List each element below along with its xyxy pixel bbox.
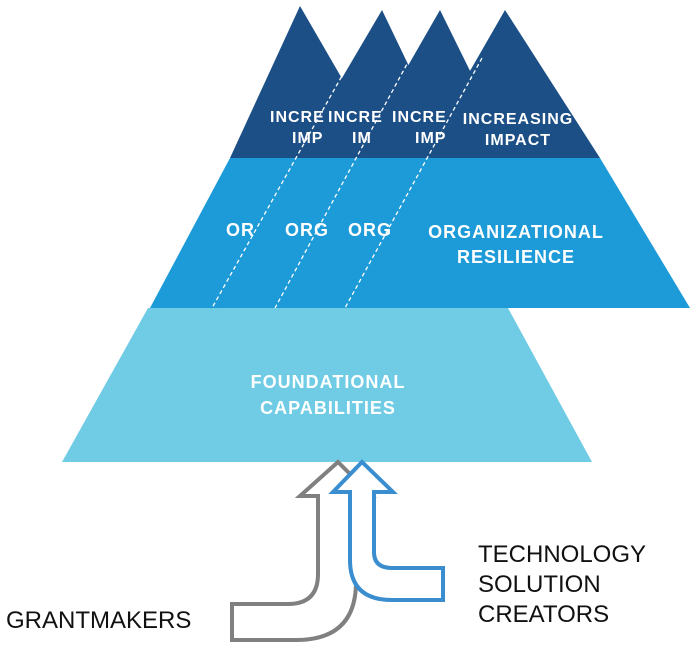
front-top-line1: INCREASING bbox=[463, 111, 573, 128]
back-2-mid-text: ORG bbox=[285, 220, 329, 240]
front-top-line2: IMPACT bbox=[485, 132, 551, 149]
back-3-top-text-2: IMP bbox=[415, 130, 446, 147]
grantmakers-label: GRANTMAKERS bbox=[6, 606, 191, 636]
front-pyramid bbox=[345, 10, 690, 308]
back-3-mid-text: ORG bbox=[348, 220, 392, 240]
base-tier bbox=[62, 308, 592, 462]
back-3-top-text: INCRE bbox=[392, 109, 447, 126]
back-1-top-text-2: IMP bbox=[292, 130, 323, 147]
tech-creators-line3: CREATORS bbox=[478, 601, 610, 628]
back-2-top-text: INCRE bbox=[328, 109, 383, 126]
back-1-mid-text: OR bbox=[226, 220, 255, 240]
tech-creators-label: TECHNOLOGY SOLUTION CREATORS bbox=[478, 540, 646, 630]
tech-creators-line1: TECHNOLOGY bbox=[478, 541, 647, 568]
grantmakers-text: GRANTMAKERS bbox=[6, 607, 192, 634]
back-1-top-text: INCRE bbox=[270, 109, 325, 126]
tech-creators-line2: SOLUTION bbox=[478, 571, 601, 598]
front-mid-line1: ORGANIZATIONAL bbox=[428, 222, 604, 242]
tech-creators-arrow bbox=[328, 459, 445, 602]
pyramid-dividers bbox=[211, 39, 483, 309]
back-2-top-text-2: IM bbox=[352, 130, 372, 147]
base-line2: CAPABILITIES bbox=[260, 398, 396, 418]
base-line1: FOUNDATIONAL bbox=[251, 372, 406, 392]
front-mid-line2: RESILIENCE bbox=[457, 247, 575, 267]
